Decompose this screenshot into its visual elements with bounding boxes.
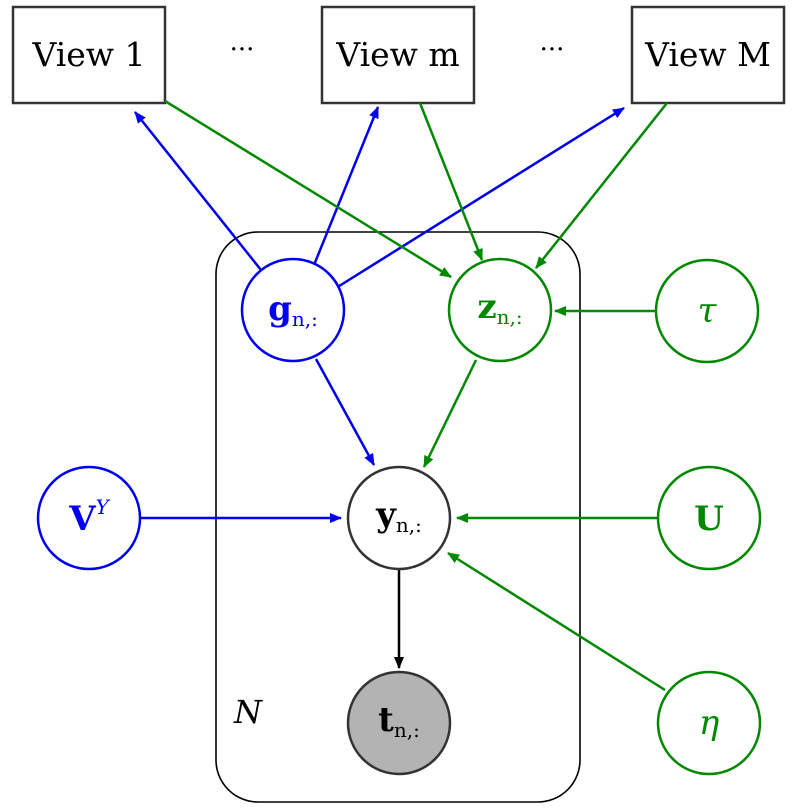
- node-z-subscript: n,:: [497, 305, 523, 329]
- view-box-1: View 1: [11, 5, 167, 105]
- edge-view-M-to-z: [535, 102, 668, 269]
- edge-g-to-y: [314, 358, 376, 466]
- edges-green: [164, 99, 668, 692]
- edges-blue: [134, 106, 625, 523]
- edge-eta-to-y: [447, 551, 666, 692]
- node-u-symbol: U: [694, 499, 724, 539]
- node-t-symbol: t: [378, 700, 394, 740]
- node-y-subscript: n,:: [396, 513, 422, 537]
- node-y: yn,:: [346, 465, 452, 571]
- node-tau: τ: [654, 258, 760, 364]
- node-t: tn,:: [346, 670, 452, 776]
- edge-g-to-view-1: [134, 111, 262, 271]
- node-u: U: [656, 465, 762, 571]
- svg-text:yn,:: yn,:: [375, 495, 422, 537]
- view-label-1: View 1: [31, 35, 145, 74]
- view-label-M: View M: [644, 35, 771, 74]
- view-label-m: View m: [335, 35, 459, 74]
- edge-g-to-view-M: [335, 106, 625, 290]
- svg-text:zn,:: zn,:: [477, 287, 522, 329]
- svg-text:gn,:: gn,:: [268, 289, 318, 331]
- view-box-M: View M: [630, 5, 786, 105]
- node-g: gn,:: [240, 257, 346, 363]
- node-g-symbol: g: [268, 289, 292, 329]
- node-z-symbol: z: [477, 287, 496, 327]
- node-vy-symbol: V: [68, 499, 96, 539]
- edge-z-to-y: [422, 359, 478, 468]
- view-ellipsis-left: ···: [230, 35, 255, 65]
- edge-view-1-to-z: [164, 99, 452, 279]
- plate-label: N: [233, 693, 263, 731]
- view-ellipsis-right: ···: [540, 35, 565, 65]
- svg-text:tn,:: tn,:: [378, 700, 420, 742]
- node-vy: VY: [36, 465, 142, 571]
- node-eta: η: [656, 670, 762, 776]
- edge-g-to-view-m: [312, 106, 380, 266]
- node-z: zn,:: [447, 257, 553, 363]
- node-vy-superscript: Y: [96, 495, 111, 519]
- svg-text:VY: VY: [68, 495, 110, 539]
- node-tau-symbol: τ: [698, 291, 718, 331]
- edge-view-m-to-z: [418, 102, 484, 261]
- node-eta-symbol: η: [699, 703, 720, 743]
- view-box-m: View m: [320, 5, 476, 105]
- node-y-symbol: y: [375, 495, 397, 535]
- node-t-subscript: n,:: [394, 718, 420, 742]
- node-g-subscript: n,:: [292, 307, 318, 331]
